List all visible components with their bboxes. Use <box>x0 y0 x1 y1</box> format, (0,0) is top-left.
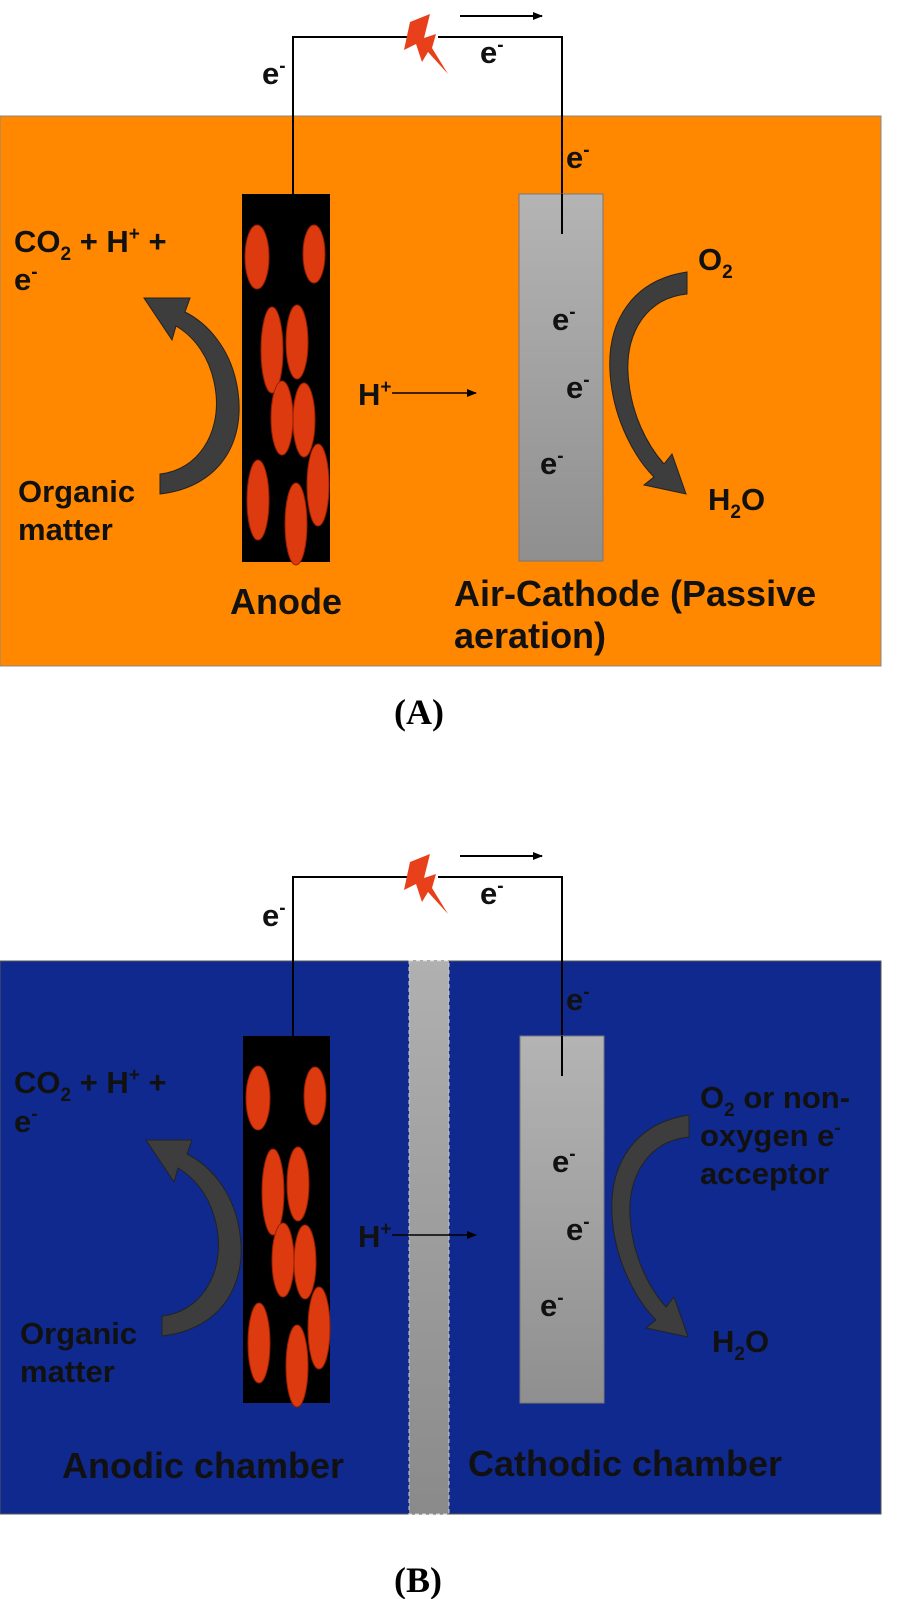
air-cathode-electrode-a <box>518 193 604 562</box>
bacterium <box>245 1065 271 1131</box>
electron-label-wire-right-a: e- <box>480 35 504 70</box>
oxidation-products-electron-b: e- <box>14 1104 38 1139</box>
bacterium <box>286 1146 310 1222</box>
electron-label-cathode-2-b: e- <box>566 1212 590 1247</box>
oxidation-products-b: CO2 + H+ + <box>14 1065 167 1106</box>
electron-label-wire-left-b: e- <box>262 898 286 933</box>
electron-label-cathode-top-b: e- <box>566 982 590 1017</box>
bacterium <box>292 382 316 458</box>
caption-a: (A) <box>394 692 444 732</box>
oxidation-products-a: CO2 + H+ + <box>14 224 167 265</box>
bacterium <box>307 1286 331 1370</box>
membrane-separator-b <box>408 960 450 1515</box>
load-bolt-icon-b <box>404 854 448 914</box>
bacterium <box>244 224 270 290</box>
cathode-label-a: Air-Cathode (Passive <box>454 573 816 614</box>
circuit-wire-b-right <box>438 876 563 1076</box>
electron-label-cathode-3-b: e- <box>540 1288 564 1323</box>
oxidation-products-electron-a: e- <box>14 262 38 297</box>
bacterium <box>285 1324 309 1408</box>
electron-acceptor-line2-b: oxygen e- <box>700 1118 841 1153</box>
bacterium <box>261 1148 285 1236</box>
bacterium <box>303 1066 327 1126</box>
substrate-label-b: Organic <box>20 1316 137 1351</box>
electron-label-cathode-1-a: e- <box>552 302 576 337</box>
bacterium <box>306 443 330 527</box>
electron-label-cathode-3-a: e- <box>540 446 564 481</box>
cathode-label-line2-a: aeration) <box>454 615 606 656</box>
circuit-wire-b <box>292 876 418 1036</box>
load-bolt-icon-a <box>404 14 448 74</box>
substrate-label-line2-a: matter <box>18 512 113 547</box>
substrate-label-a: Organic <box>18 474 135 509</box>
electron-label-wire-left-a: e- <box>262 56 286 91</box>
cathodic-chamber-label-b: Cathodic chamber <box>468 1443 782 1484</box>
oxidant-label-a: O2 <box>698 242 733 283</box>
panel-a: e- e- e- e- e- e- CO2 + H+ + e- Organic … <box>0 12 882 667</box>
bacterium <box>270 380 294 456</box>
substrate-label-line2-b: matter <box>20 1354 115 1389</box>
bacterium <box>293 1224 317 1300</box>
proton-label-b: H+ <box>358 1219 392 1254</box>
electron-label-cathode-top-a: e- <box>566 140 590 175</box>
bacterium <box>284 482 308 566</box>
electron-acceptor-line3-b: acceptor <box>700 1156 829 1191</box>
water-label-a: H2O <box>708 482 765 523</box>
proton-label-a: H+ <box>358 377 392 412</box>
circuit-wire-a-right <box>438 36 563 234</box>
bacterium <box>271 1222 295 1298</box>
bacteria-cluster-b <box>245 1065 331 1408</box>
panel-a-background <box>0 115 882 667</box>
electron-label-wire-right-b: e- <box>480 876 504 911</box>
cathode-electrode-b <box>519 1035 605 1404</box>
anode-label-a: Anode <box>230 581 342 622</box>
panel-b: e- e- e- e- e- e- CO2 + H+ + e- Organic … <box>0 852 882 1515</box>
bacterium <box>247 1302 271 1384</box>
bacterium <box>260 306 284 394</box>
caption-b: (B) <box>394 1560 442 1599</box>
electron-acceptor-label-b: O2 or non- <box>700 1080 850 1121</box>
anodic-chamber-label-b: Anodic chamber <box>62 1445 344 1486</box>
electron-label-cathode-2-a: e- <box>566 370 590 405</box>
bacteria-cluster-a <box>244 224 330 566</box>
bacterium <box>285 304 309 380</box>
water-label-b: H2O <box>712 1324 769 1365</box>
bacterium <box>246 459 270 541</box>
bacterium <box>302 224 326 284</box>
circuit-wire-a <box>292 36 418 194</box>
electron-label-cathode-1-b: e- <box>552 1144 576 1179</box>
